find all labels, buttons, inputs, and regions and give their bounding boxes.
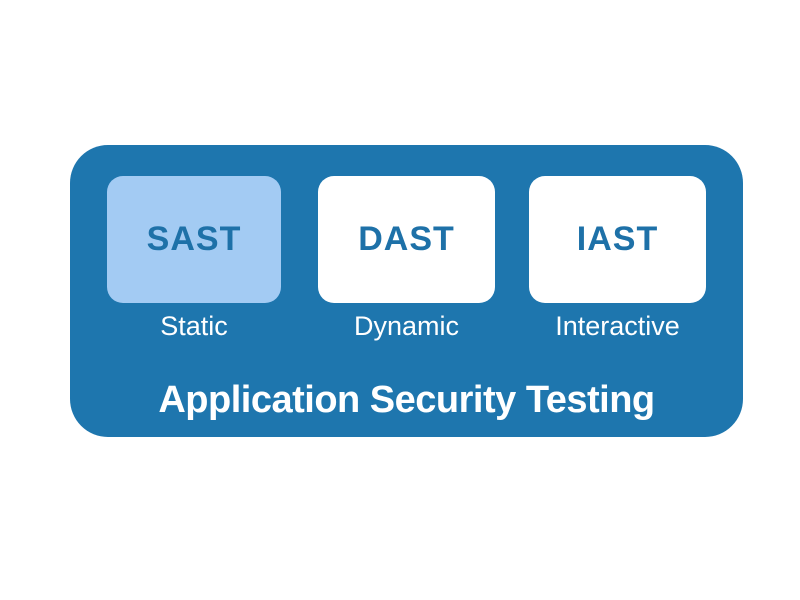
iast-acronym: IAST <box>576 220 659 258</box>
diagram-title: Application Security Testing <box>158 379 655 421</box>
sast-acronym: SAST <box>146 220 242 258</box>
iast-label: Interactive <box>555 311 680 341</box>
sast-label: Static <box>160 311 228 341</box>
dast-card: DAST <box>318 176 495 303</box>
iast-group: IAST Interactive <box>529 176 706 343</box>
dast-acronym: DAST <box>358 220 455 258</box>
iast-card: IAST <box>529 176 706 303</box>
dast-group: DAST Dynamic <box>318 176 495 343</box>
sast-group: SAST Static <box>107 176 281 343</box>
ast-container: SAST Static DAST Dynamic IAST Interactiv… <box>70 145 743 437</box>
sast-card: SAST <box>107 176 281 303</box>
dast-label: Dynamic <box>353 311 460 341</box>
